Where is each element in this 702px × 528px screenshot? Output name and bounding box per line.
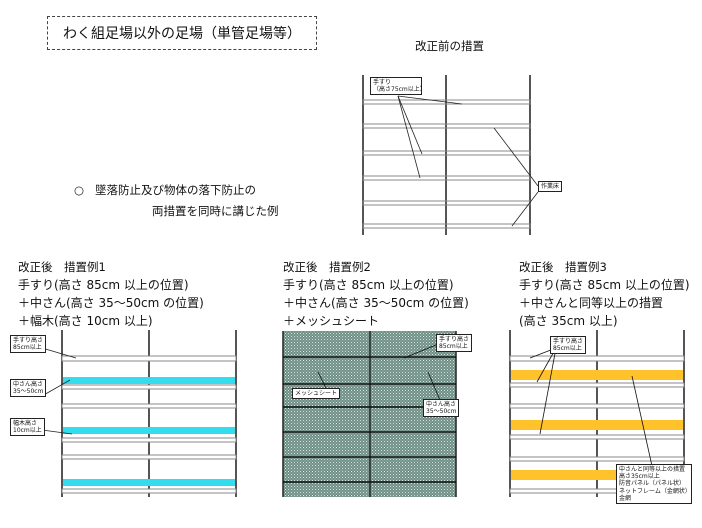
ex3-line1: 手すり(高さ 85cm 以上の位置) bbox=[519, 278, 690, 292]
note-line2: 両措置を同時に講じた例 bbox=[152, 204, 279, 218]
before-workfloor-label: 作業床 bbox=[538, 181, 563, 193]
ex3-equiv-label: 中さんと同等以上の措置 高さ35cm以上 防音パネル（パネル状） ネットフレーム… bbox=[616, 464, 692, 504]
ex1-heading: 改正後 措置例1 bbox=[18, 260, 106, 274]
ex1-line3: ＋幅木(高さ 10cm 以上) bbox=[18, 314, 153, 328]
ex1-scaffold bbox=[41, 330, 237, 497]
ex3-line2: ＋中さんと同等以上の措置 bbox=[519, 296, 664, 310]
ex2-heading: 改正後 措置例2 bbox=[283, 260, 371, 274]
before-handrail-label: 手すり （高さ75cm以上） bbox=[370, 77, 426, 96]
ex2-line3: ＋メッシュシート bbox=[283, 314, 380, 328]
ex1-line1: 手すり(高さ 85cm 以上の位置) bbox=[18, 278, 189, 292]
ex3-heading: 改正後 措置例3 bbox=[519, 260, 607, 274]
ex2-line1: 手すり(高さ 85cm 以上の位置) bbox=[283, 278, 454, 292]
ex2-mesh-label: メッシュシート bbox=[292, 388, 341, 400]
page-title: わく組足場以外の足場（単管足場等） bbox=[47, 16, 317, 50]
ex1-line2: ＋中さん(高さ 35～50cm の位置) bbox=[18, 296, 204, 310]
before-scaffold bbox=[362, 75, 539, 235]
note-line1: 墜落防止及び物体の落下防止の bbox=[95, 183, 256, 197]
ex3-scaffold bbox=[509, 330, 685, 497]
note-bullet: ○ bbox=[74, 183, 85, 197]
ex3-line3: (高さ 35cm 以上) bbox=[519, 314, 618, 328]
before-heading: 改正前の措置 bbox=[415, 39, 484, 53]
ex2-line2: ＋中さん(高さ 35～50cm の位置) bbox=[283, 296, 469, 310]
